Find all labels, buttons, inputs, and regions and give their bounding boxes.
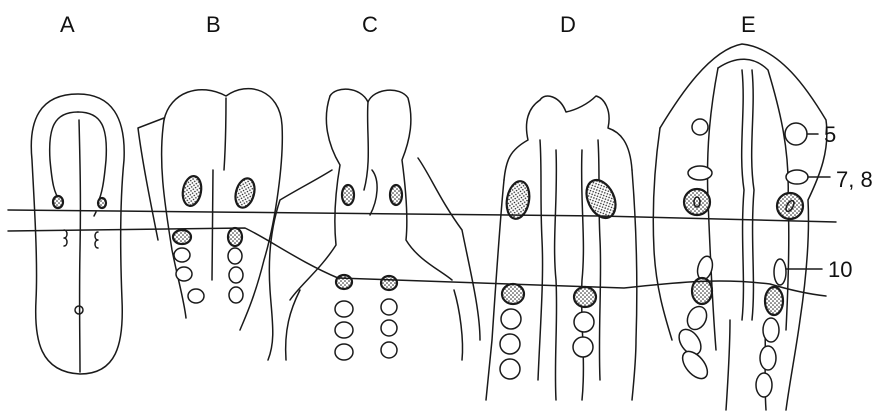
embryo-d xyxy=(486,96,637,400)
embryo-c xyxy=(268,89,480,360)
panel-label-e: E xyxy=(741,12,756,37)
placode-a-right xyxy=(98,198,106,208)
panel-label-a: A xyxy=(60,12,75,37)
placode-b-left xyxy=(181,175,204,208)
nerve-5-circle xyxy=(785,123,807,145)
panel-label-c: C xyxy=(362,12,378,37)
placode-a-left xyxy=(53,196,63,208)
reference-line-upper xyxy=(8,210,836,222)
otic-5 xyxy=(692,119,708,135)
embryo-a xyxy=(31,94,124,374)
nerve-10-ellipse xyxy=(774,259,786,285)
nerve-78-ellipse xyxy=(786,170,808,184)
callout-10: 10 xyxy=(828,257,852,282)
panel-label-d: D xyxy=(560,12,576,37)
panel-label-b: B xyxy=(206,12,221,37)
callout-5: 5 xyxy=(824,122,836,147)
embryo-b xyxy=(138,89,282,330)
placode-c-left xyxy=(342,185,354,205)
placode-b-right xyxy=(232,176,257,210)
callout-78: 7, 8 xyxy=(836,167,873,192)
embryo-e xyxy=(653,44,827,410)
placode-c-right xyxy=(390,185,402,205)
